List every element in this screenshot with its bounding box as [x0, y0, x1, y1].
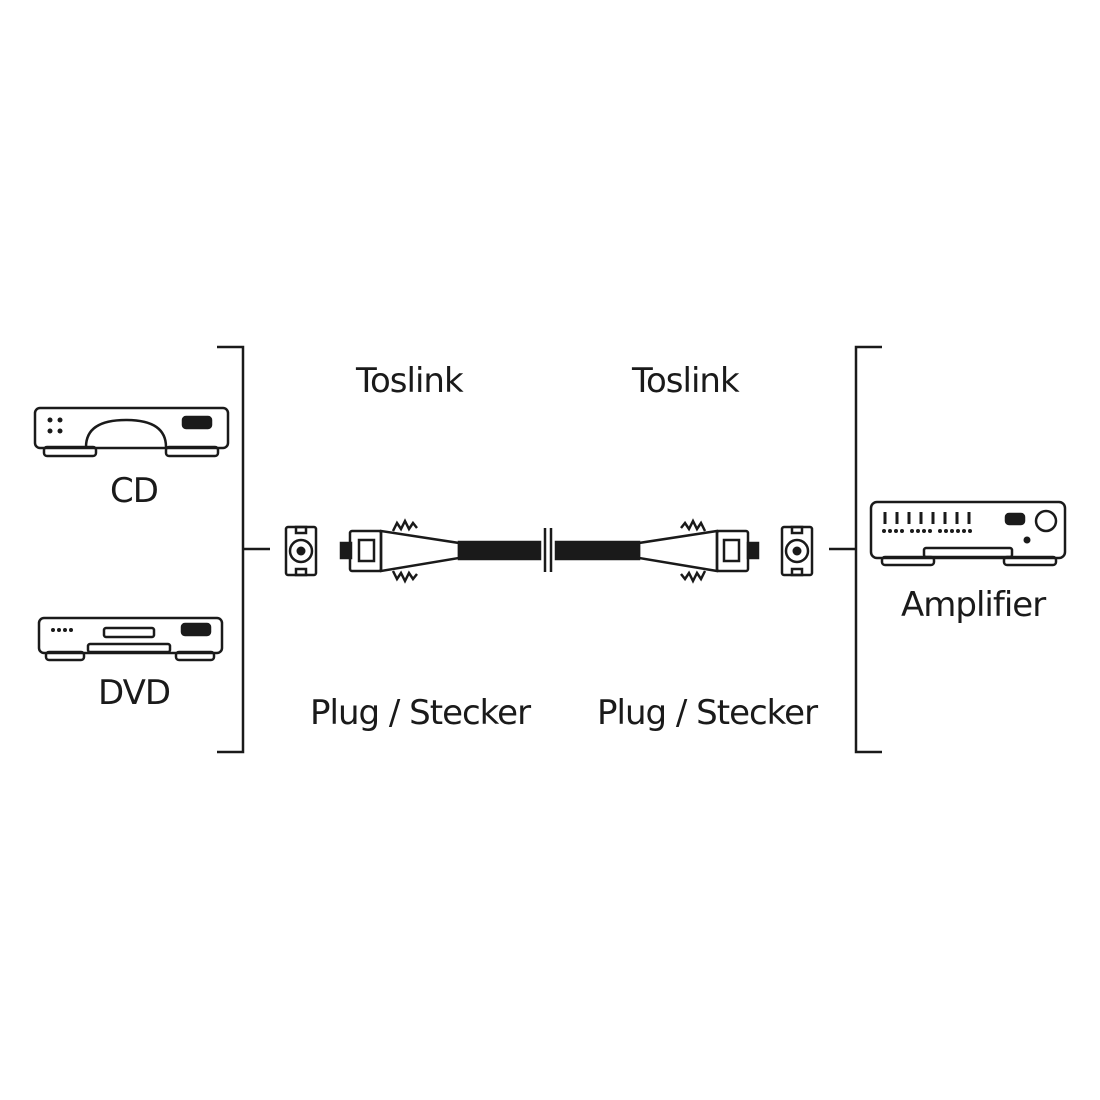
- connector-right-kind-label: Plug / Stecker: [597, 693, 818, 733]
- connector-right-type-label: Toslink: [632, 361, 740, 401]
- dvd-label: DVD: [98, 673, 171, 713]
- connector-left-type-label: Toslink: [356, 361, 464, 401]
- toslink-cable-icon: [457, 528, 641, 572]
- amplifier-label: Amplifier: [901, 585, 1046, 625]
- left-bracket: [217, 345, 270, 754]
- toslink-plug-left-icon: [339, 518, 461, 584]
- connector-left-kind-label: Plug / Stecker: [310, 693, 531, 733]
- toslink-socket-left-icon: [284, 525, 318, 577]
- right-bracket: [829, 345, 882, 754]
- cd-player-icon: [33, 406, 230, 458]
- amplifier-icon: [869, 500, 1067, 567]
- cd-label: CD: [110, 471, 159, 511]
- toslink-plug-right-icon: [637, 518, 760, 584]
- toslink-socket-right-icon: [780, 525, 814, 577]
- dvd-player-icon: [37, 616, 224, 662]
